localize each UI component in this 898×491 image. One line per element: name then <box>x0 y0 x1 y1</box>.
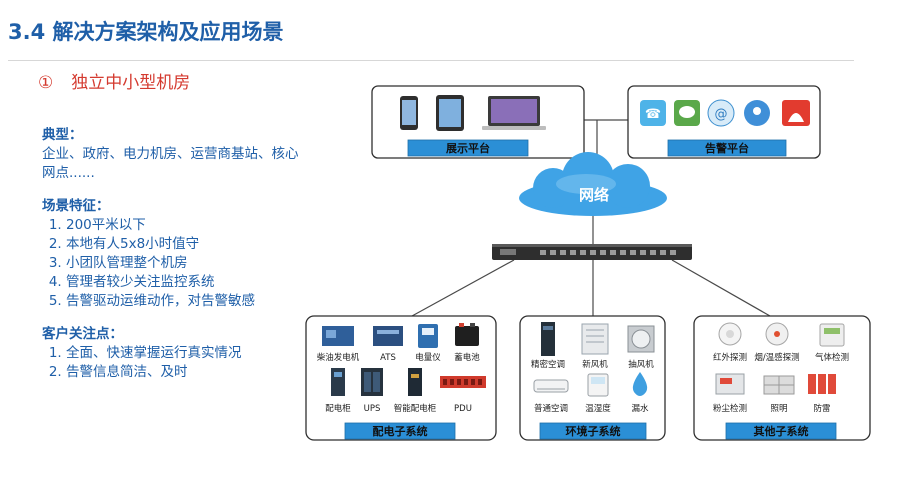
scenario-title: 独立中小型机房 <box>71 73 191 93</box>
item-label: 配电柜 <box>325 403 351 414</box>
feature-item: 告警驱动运维动作，对告警敏感 <box>66 292 302 311</box>
feature-item: 200平米以下 <box>66 216 302 235</box>
scenario-number: ① <box>38 73 54 93</box>
item-label: 抽风机 <box>628 359 654 370</box>
link-switch-power <box>411 259 515 317</box>
item-label: 红外探测 <box>713 352 747 363</box>
display-platform-tag <box>407 139 529 157</box>
typical-text: 企业、政府、电力机房、运营商基站、核心网点...... <box>42 146 299 181</box>
page-title: 3.4 解决方案架构及应用场景 <box>8 20 284 44</box>
item-label: 烟/温感探测 <box>754 352 799 363</box>
air-conditioner-icon <box>533 379 569 393</box>
ups-icon <box>361 368 383 396</box>
power-subsystem-tag <box>344 422 456 440</box>
svg-text:☎: ☎ <box>645 107 661 122</box>
dust-detector-icon <box>715 373 745 395</box>
other-subsystem-tag <box>725 422 837 440</box>
lightning-protection-icon <box>808 374 836 394</box>
scenario-subtitle: ① 独立中小型机房 <box>38 68 190 93</box>
network-label: 网络 <box>579 186 609 204</box>
concerns-heading: 客户关注点： <box>42 326 123 342</box>
item-label: 柴油发电机 <box>317 352 360 363</box>
network-cloud-icon <box>519 152 667 216</box>
email-icon: @ <box>707 99 735 127</box>
title-divider <box>8 60 854 61</box>
diesel-generator-icon <box>322 326 354 346</box>
ats-icon <box>373 326 403 346</box>
concerns-list: 全面、快速掌握运行真实情况 告警信息简洁、及时 <box>42 344 302 382</box>
link-switch-other <box>671 259 771 317</box>
phone-icon <box>400 96 418 130</box>
exhaust-fan-icon <box>627 325 655 353</box>
typical-heading: 典型： <box>42 127 83 143</box>
item-label: 蓄电池 <box>454 352 480 363</box>
water-leak-icon <box>632 372 648 396</box>
item-label: PDU <box>454 404 472 414</box>
item-label: UPS <box>364 404 381 414</box>
battery-icon <box>455 323 479 346</box>
fresh-air-unit-icon <box>581 323 609 355</box>
display-platform-label: 展示平台 <box>445 141 490 155</box>
item-label: 新风机 <box>582 359 608 370</box>
power-subsystem-box <box>305 315 497 441</box>
item-label: 防雷 <box>813 403 830 414</box>
item-label: 电量仪 <box>415 352 441 363</box>
item-label: 普通空调 <box>534 403 568 414</box>
power-subsystem-label: 配电子系统 <box>373 424 428 438</box>
network-switch-icon <box>492 244 692 260</box>
tablet-icon <box>436 95 464 131</box>
pdu-icon <box>440 376 486 388</box>
location-icon <box>744 100 770 126</box>
item-label: 智能配电柜 <box>394 403 437 414</box>
lighting-icon <box>763 375 795 395</box>
item-label: 粉尘检测 <box>713 403 747 414</box>
item-label: 精密空调 <box>531 359 565 370</box>
feature-item: 本地有人5x8小时值守 <box>66 235 302 254</box>
smart-distribution-cabinet-icon <box>408 368 422 396</box>
alarm-light-icon <box>782 100 810 126</box>
item-label: 温湿度 <box>585 403 611 414</box>
temperature-humidity-sensor-icon <box>587 373 609 397</box>
gas-detector-icon <box>819 323 845 347</box>
message-icon <box>674 100 700 126</box>
features-heading: 场景特征： <box>42 198 110 214</box>
env-subsystem-tag <box>539 422 647 440</box>
item-label: 漏水 <box>631 403 649 414</box>
item-label: 照明 <box>770 404 787 414</box>
power-meter-icon <box>418 324 438 348</box>
scenario-description: 典型： 企业、政府、电力机房、运营商基站、核心网点...... 场景特征： 20… <box>42 126 302 382</box>
smoke-detector-icon <box>765 322 789 346</box>
env-subsystem-label: 环境子系统 <box>566 424 621 438</box>
telephone-icon: ☎ <box>640 100 666 126</box>
alarm-platform-tag <box>667 139 787 157</box>
concern-item: 全面、快速掌握运行真实情况 <box>66 344 302 363</box>
infrared-detector-icon <box>718 322 742 346</box>
item-label: ATS <box>380 353 396 363</box>
concern-item: 告警信息简洁、及时 <box>66 363 302 382</box>
features-list: 200平米以下 本地有人5x8小时值守 小团队管理整个机房 管理者较少关注监控系… <box>42 216 302 311</box>
feature-item: 小团队管理整个机房 <box>66 254 302 273</box>
svg-text:@: @ <box>715 107 728 122</box>
item-label: 气体检测 <box>815 352 849 363</box>
precision-ac-icon <box>541 322 555 356</box>
other-subsystem-label: 其他子系统 <box>754 424 809 438</box>
alarm-platform-label: 告警平台 <box>705 141 749 155</box>
feature-item: 管理者较少关注监控系统 <box>66 273 302 292</box>
laptop-icon <box>482 96 546 130</box>
distribution-cabinet-icon <box>331 368 345 396</box>
